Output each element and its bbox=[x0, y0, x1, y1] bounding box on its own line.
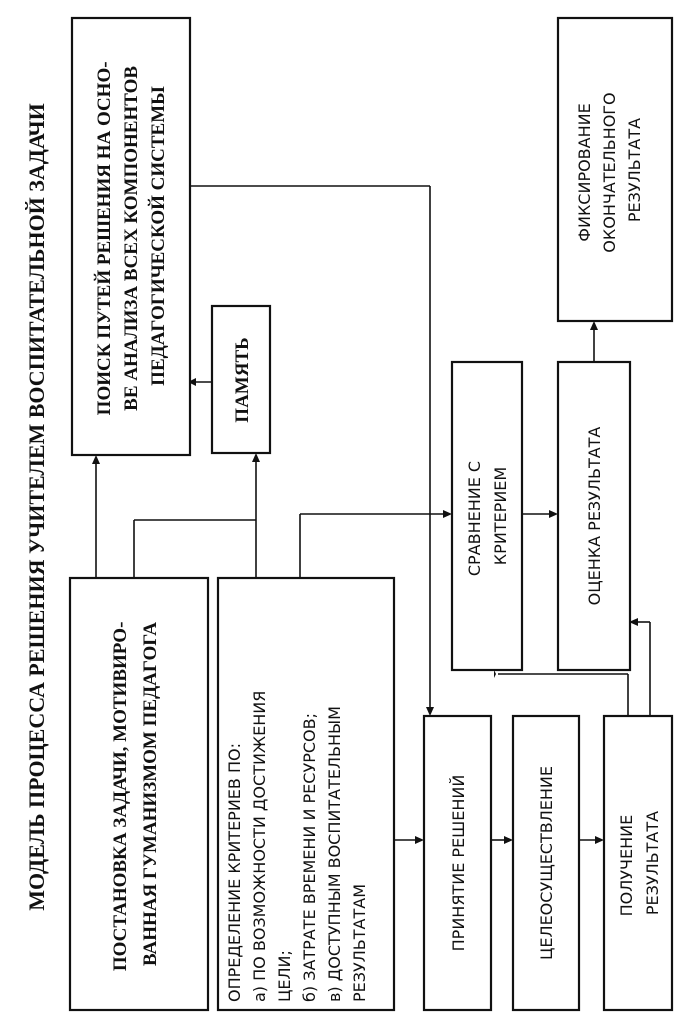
box-sravnenie bbox=[450, 360, 524, 672]
diagram-title: МОДЕЛЬ ПРОЦЕССА РЕШЕНИЯ УЧИТЕЛЕМ ВОСПИТА… bbox=[24, 103, 49, 910]
arrow-kriterii-to-prinyatie bbox=[415, 836, 424, 844]
box-ocenka bbox=[556, 360, 632, 672]
box-fiksirovanie bbox=[556, 16, 674, 323]
connectors bbox=[95, 185, 651, 841]
postanovka-text: ПОСТАНОВКА ЗАДАЧИ, МОТИВИРО- ВАННАЯ ГУМА… bbox=[110, 617, 161, 971]
arrow-sravnenie-to-ocenka bbox=[549, 510, 558, 518]
box-prinyatie bbox=[422, 714, 493, 1012]
ocenka-text: ОЦЕНКА РЕЗУЛЬТАТА bbox=[585, 427, 604, 606]
celeosush-text: ЦЕЛЕОСУЩЕСТВЛЕНИЕ bbox=[537, 766, 556, 960]
arrow-to-sravnenie bbox=[443, 510, 452, 518]
poisk-text: ПОИСК ПУТЕЙ РЕШЕНИЯ НА ОСНО- ВЕ АНАЛИЗА … bbox=[93, 57, 169, 416]
box-kriterii bbox=[216, 576, 396, 1012]
arrow-to-prinyatie-top bbox=[426, 707, 434, 716]
arrow-to-pamyat bbox=[252, 453, 260, 462]
fiksirovanie-text: ФИКСИРОВАНИЕ ОКОНЧАТЕЛЬНОГО РЕЗУЛЬТАТА bbox=[575, 87, 644, 252]
poluchenie-text: ПОЛУЧЕНИЕ РЕЗУЛЬТАТА bbox=[617, 810, 662, 917]
arrow-prinyatie-to-celeosush bbox=[504, 836, 513, 844]
arrow-celeosush-to-poluchenie bbox=[595, 836, 604, 844]
prinyatie-text: ПРИНЯТИЕ РЕШЕНИЙ bbox=[449, 775, 468, 952]
pamyat-text: ПАМЯТЬ bbox=[232, 337, 253, 422]
arrow-pamyat-to-poisk bbox=[188, 378, 196, 386]
arrow-to-poisk bbox=[92, 455, 100, 464]
box-celeosush bbox=[511, 714, 581, 1012]
arrow-ocenka-to-fiksirovanie bbox=[590, 321, 598, 330]
sravnenie-text: СРАВНЕНИЕ С КРИТЕРИЕМ bbox=[465, 456, 510, 576]
box-poluchenie bbox=[602, 714, 674, 1012]
box-pamyat bbox=[210, 304, 272, 455]
kriterii-text: ОПРЕДЕЛЕНИЕ КРИТЕРИЕВ ПО: а) ПО ВОЗМОЖНО… bbox=[225, 686, 369, 1003]
arrow-poluchenie-to-ocenka bbox=[629, 618, 638, 626]
arrow-poluchenie-to-sravnenie bbox=[494, 670, 496, 678]
box-poisk bbox=[70, 16, 192, 457]
arrowheads bbox=[92, 321, 638, 844]
box-postanovka bbox=[68, 576, 210, 1012]
